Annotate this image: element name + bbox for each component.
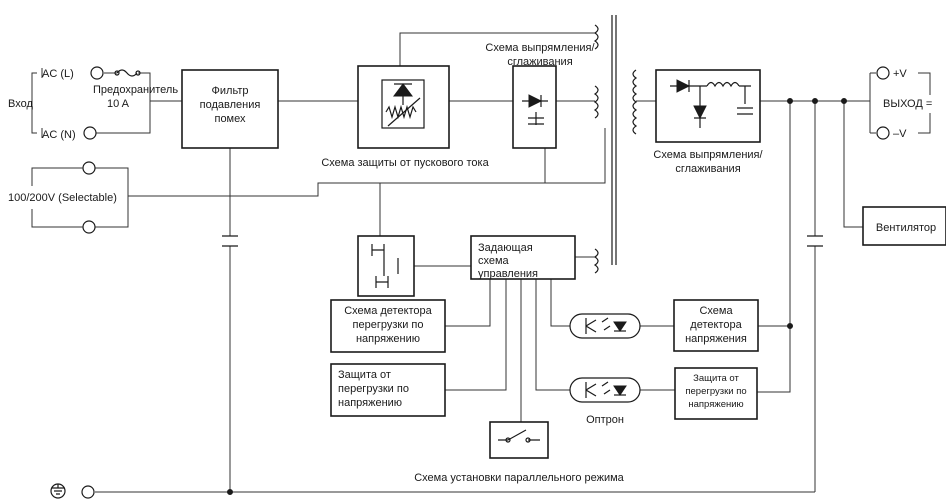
output-plus-label: +V [893,68,907,80]
control-label-3: управления [478,268,538,280]
ground-terminal [50,483,95,499]
fan-label: Вентилятор [876,222,936,234]
output-ground-capacitor [807,235,823,247]
primary-rect-label-2: сглаживания [507,56,572,68]
fuse-contact-right [135,70,141,76]
fuse-rating: 10 A [107,98,130,110]
ov-protect-line2: перегрузки по [338,383,409,395]
primary-rect-label-1: Схема выпрямления/ [485,42,595,54]
switch-block [357,235,415,297]
ov-protect-line1: Защита от [338,369,391,381]
noise-filter-line2: подавления [200,99,261,111]
noise-filter-block: Фильтр подавления помех [181,69,279,149]
output-section: +V –V ВЫХОД = [876,66,932,140]
fan-block: Вентилятор [862,206,946,246]
output-minus-terminal [876,126,890,140]
inrush-protection-block: Схема защиты от пускового тока [321,65,490,169]
v-detector-line1: Схема [699,305,733,317]
fuse-symbol [116,69,138,77]
ov-small-line3: напряжению [688,399,743,410]
overvoltage-detector-block: Схема детектора перегрузки по напряжению [330,299,446,353]
overvoltage-protection-small-block: Защита от перегрузки по напряжению [674,367,758,420]
secondary-rect-label-1: Схема выпрямления/ [653,149,763,161]
voltage-select-section: 100/200V (Selectable) [8,161,117,234]
optocoupler-lower: Оптрон [569,377,641,426]
control-label-2: схема [478,255,510,267]
overvoltage-protection-block: Защита от перегрузки по напряжению [330,363,446,417]
junction-dots [227,98,847,495]
freewheel-diode-icon [693,105,707,120]
voltage-select-label: 100/200V (Selectable) [8,192,117,204]
ground-connector [81,485,95,499]
control-block: Задающая схема управления [470,235,576,280]
optocoupler-upper [569,313,641,339]
choke-icon [706,81,740,88]
output-plus-terminal [876,66,890,80]
control-label-1: Задающая [478,242,533,254]
filter-ground-capacitor [222,235,238,247]
ov-detector-line3: напряжению [356,333,420,345]
ov-detector-line2: перегрузки по [353,319,424,331]
v-detector-line3: напряжения [685,333,747,345]
secondary-rect-label-2: сглаживания [675,163,740,175]
fuse-label: Предохранитель [93,84,178,96]
ac-l-terminal [90,66,104,80]
ov-protect-line3: напряжению [338,397,402,409]
select-terminal-bottom [82,220,96,234]
input-section: AC (L) Предохранитель 10 A Вход AC (N) [8,66,178,141]
secondary-rectifier-block: Схема выпрямления/ сглаживания [653,69,764,175]
fuse-contact-left [114,70,120,76]
ov-small-line2: перегрузки по [685,386,746,397]
parallel-label: Схема установки параллельного режима [414,472,624,484]
output-minus-label: –V [893,128,907,140]
ac-n-terminal [83,126,97,140]
transformer [593,15,638,274]
ov-detector-line1: Схема детектора [344,305,432,317]
optocoupler-label: Оптрон [586,414,624,426]
ov-small-line1: Защита от [693,373,739,384]
primary-rectifier-block: Схема выпрямления/ сглаживания [485,42,596,149]
noise-filter-line1: Фильтр [212,85,249,97]
noise-filter-line3: помех [214,113,246,125]
input-label: Вход [8,98,33,110]
ac-n-label: AC (N) [42,129,76,141]
v-detector-line2: детектора [690,319,742,331]
select-terminal-top [82,161,96,175]
output-label: ВЫХОД = [883,98,932,110]
inrush-label: Схема защиты от пускового тока [321,157,489,169]
voltage-detector-block: Схема детектора напряжения [673,299,759,352]
resistor-icon [385,104,417,120]
parallel-mode-block: Схема установки параллельного режима [414,421,625,484]
ac-l-label: AC (L) [42,68,74,80]
